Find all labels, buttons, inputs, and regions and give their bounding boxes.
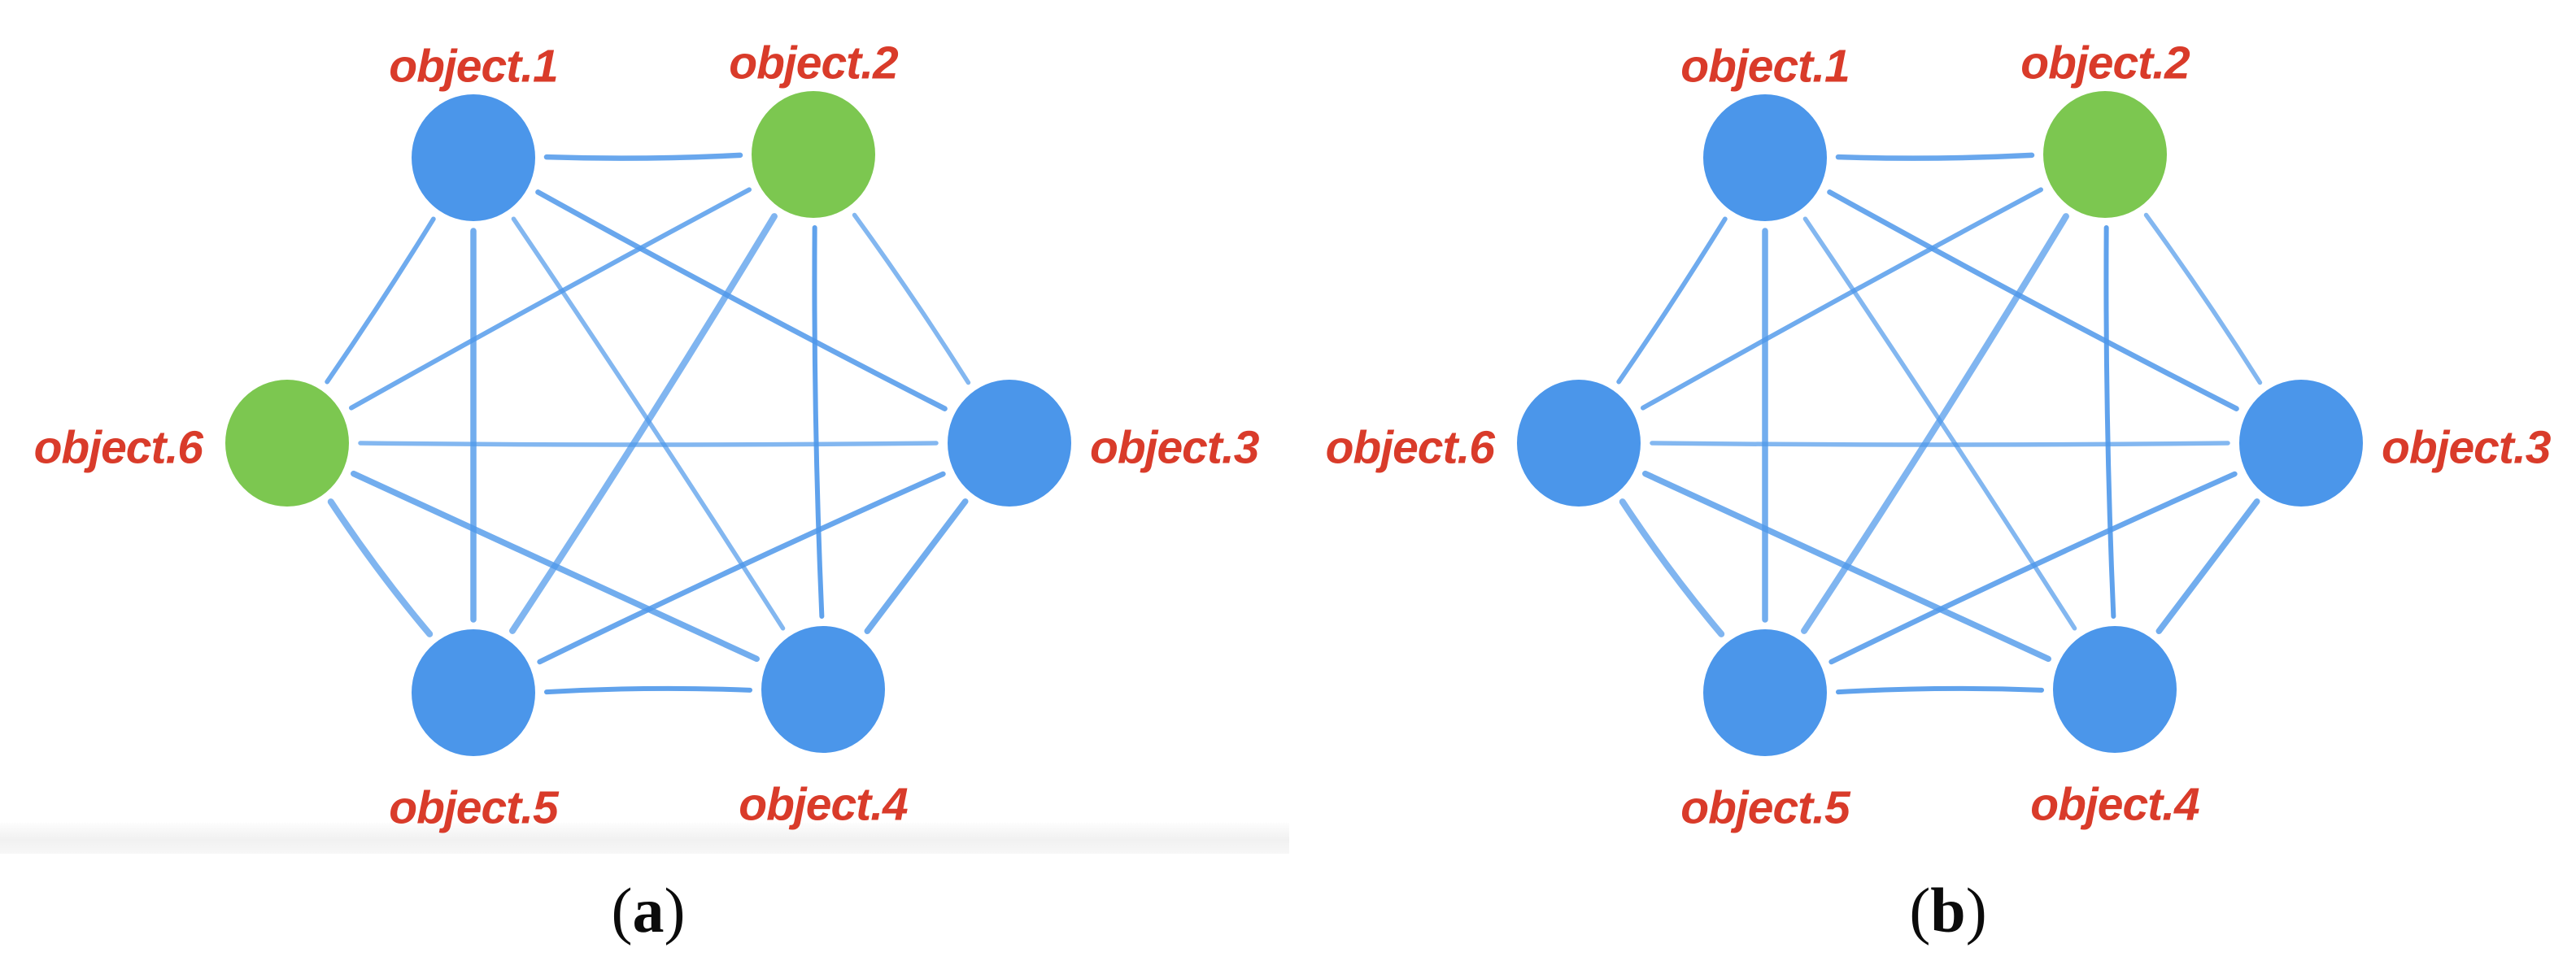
graph-edge-a-6-1 bbox=[325, 216, 436, 385]
graph-edge-a-1-3 bbox=[535, 189, 948, 411]
graph-edge-b-2-5 bbox=[1801, 213, 2069, 634]
graph-edge-b-2-6 bbox=[1641, 187, 2043, 411]
graph-node-b-object.2 bbox=[2043, 91, 2167, 218]
graph-edge-b-4-5 bbox=[1836, 685, 2044, 695]
graph-edge-a-5-6 bbox=[327, 498, 434, 637]
node-label-b-object.5: object.5 bbox=[1680, 781, 1850, 834]
graph-edge-b-3-6 bbox=[1650, 441, 2230, 447]
graph-node-a-object.4 bbox=[761, 626, 885, 753]
node-label-b-object.6: object.6 bbox=[1325, 421, 1495, 474]
graph-edge-b-3-5 bbox=[1828, 471, 2238, 665]
caption-a: (a) bbox=[612, 879, 686, 942]
graph-edge-a-1-2 bbox=[543, 152, 743, 161]
graph-edge-a-4-6 bbox=[351, 470, 760, 663]
graph-edge-b-3-4 bbox=[2155, 498, 2260, 634]
node-label-a-object.3: object.3 bbox=[1090, 421, 1259, 474]
graph-edge-a-3-6 bbox=[358, 441, 939, 447]
node-label-b-object.1: object.1 bbox=[1680, 40, 1850, 93]
graph-node-b-object.5 bbox=[1703, 629, 1827, 756]
caption-b: (b) bbox=[1909, 879, 1986, 942]
nodes-group bbox=[225, 91, 2363, 756]
graph-edge-a-2-5 bbox=[509, 213, 778, 634]
node-label-a-object.5: object.5 bbox=[389, 781, 558, 834]
graph-node-a-object.5 bbox=[412, 629, 535, 756]
graph-edge-b-1-2 bbox=[1835, 152, 2035, 161]
graph-node-a-object.1 bbox=[412, 94, 535, 221]
graph-edge-a-2-6 bbox=[349, 187, 752, 411]
node-label-b-object.4: object.4 bbox=[2030, 778, 2199, 831]
graph-node-b-object.6 bbox=[1517, 380, 1641, 507]
graph-node-a-object.2 bbox=[752, 91, 875, 218]
caption-b-open: ( bbox=[1909, 875, 1931, 946]
caption-a-letter: a bbox=[632, 875, 665, 946]
graph-edge-b-2-4 bbox=[2103, 224, 2116, 620]
graph-edge-a-3-5 bbox=[537, 471, 946, 665]
graph-node-a-object.6 bbox=[225, 380, 349, 507]
graph-node-b-object.1 bbox=[1703, 94, 1827, 221]
node-label-a-object.4: object.4 bbox=[739, 778, 908, 831]
node-label-a-object.2: object.2 bbox=[729, 37, 898, 89]
graph-edge-b-1-3 bbox=[1827, 189, 2239, 411]
graph-edge-a-2-3 bbox=[852, 212, 971, 385]
graph-node-b-object.3 bbox=[2239, 380, 2363, 507]
edges-group bbox=[325, 152, 2263, 695]
graph-edge-b-6-1 bbox=[1616, 216, 1728, 385]
left-panel-bottom-strip bbox=[0, 823, 1289, 854]
graph-edge-b-5-6 bbox=[1619, 498, 1725, 637]
caption-b-letter: b bbox=[1930, 875, 1966, 946]
graph-node-a-object.3 bbox=[948, 380, 1071, 507]
graph-node-b-object.4 bbox=[2053, 626, 2177, 753]
caption-b-close: ) bbox=[1965, 875, 1987, 946]
node-label-b-object.2: object.2 bbox=[2020, 37, 2190, 89]
graph-edge-a-4-5 bbox=[543, 685, 753, 695]
node-label-a-object.6: object.6 bbox=[33, 421, 203, 474]
graph-edge-b-2-3 bbox=[2143, 212, 2263, 385]
caption-a-close: ) bbox=[664, 875, 686, 946]
node-label-a-object.1: object.1 bbox=[389, 40, 558, 93]
graph-edge-a-2-4 bbox=[812, 224, 825, 620]
node-label-b-object.3: object.3 bbox=[2382, 421, 2551, 474]
graph-edge-a-3-4 bbox=[864, 498, 969, 634]
graph-edge-b-4-6 bbox=[1642, 470, 2051, 663]
caption-a-open: ( bbox=[611, 875, 633, 946]
